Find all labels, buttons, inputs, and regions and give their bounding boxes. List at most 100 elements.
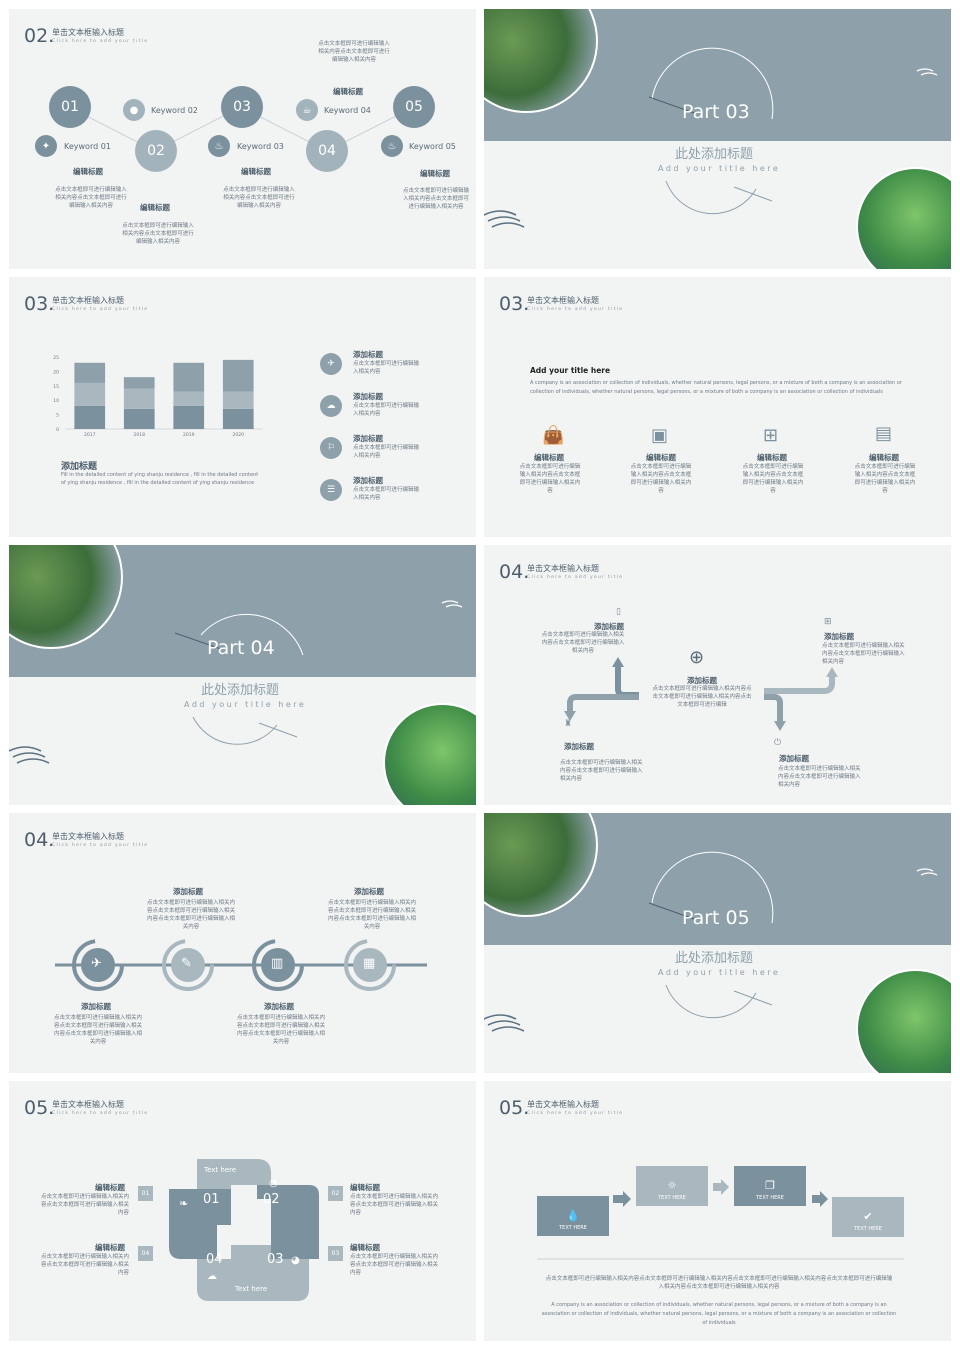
item-title-1: 编辑标题: [534, 453, 564, 462]
item-title-3: 编辑标题: [241, 167, 271, 176]
cross-diagram: [169, 1159, 319, 1301]
stamp-icon: ♜: [564, 719, 573, 729]
slide-subtitle: Click here to add your title: [527, 307, 624, 312]
chart-icon: ▥: [271, 956, 284, 971]
cn-body: 点击文本框即可进行编辑输入相关内容点击文本框即可进行编辑输入相关内容点击文本框即…: [545, 1276, 893, 1290]
bar-segment: [222, 359, 254, 392]
num-04: 04: [206, 1252, 223, 1267]
recycle-icon: ✦: [35, 135, 57, 157]
item-title-3: 添加标题: [564, 742, 594, 751]
bar-segment: [123, 408, 155, 429]
text-here-bottom: Text here: [235, 1285, 268, 1293]
user-icon: ●: [123, 99, 145, 121]
palette-icon: ◕: [291, 1255, 300, 1266]
basket-icon: ⊞: [763, 425, 779, 446]
item-title-1: 添加标题: [173, 887, 203, 896]
title-arcs: [484, 851, 938, 1032]
item-title-2: 添加标题: [353, 392, 383, 401]
y-tick-label: 15: [53, 384, 59, 390]
item-title-4: 添加标题: [353, 476, 383, 485]
slide-title: 单击文本框输入标题: [527, 564, 599, 573]
node-01: 01: [49, 86, 91, 128]
y-tick-label: 10: [53, 398, 59, 404]
item-title-1: 编辑标题: [73, 167, 103, 176]
item-body-5: 点击文本框即可进行编辑输入相关内容点击文本框即可进行编辑输入相关内容: [402, 188, 469, 210]
section-subtitle: Add your title here: [658, 164, 781, 173]
item-title-3: 编辑标题: [757, 453, 787, 462]
item-title-4: 编辑标题: [95, 1243, 125, 1252]
calendar-icon: ▦: [363, 956, 376, 971]
cloud-upload-icon: ☁: [207, 1271, 217, 1282]
item-title-2: 编辑标题: [350, 1183, 380, 1192]
rocket-icon: ✈: [320, 353, 342, 375]
item-body-2: 点击文本框即可进行编辑输入相关内容点击文本框即可进行编辑输入相关内容点击文本框即…: [327, 900, 416, 930]
item-title-1: 添加标题: [353, 350, 383, 359]
section-part-04: Part 04 此处添加标题 Add your title here: [9, 545, 476, 805]
paper-plane-icon: ✈: [91, 956, 102, 971]
text-here-top: Text here: [204, 1166, 237, 1174]
satellite-icon: ⚐: [320, 437, 342, 459]
node-03: 03: [221, 86, 263, 128]
part-title: Part 05: [682, 907, 750, 929]
part-title: Part 03: [682, 101, 750, 123]
slide-number: 05.: [24, 1097, 55, 1119]
item-title-1: 添加标题: [594, 622, 624, 631]
section-title: 此处添加标题: [675, 951, 754, 966]
item-title-2: 添加标题: [354, 887, 384, 896]
x-tick-label: 2018: [134, 432, 146, 438]
keyword-02: Keyword 02: [151, 106, 198, 115]
num-03: 03: [267, 1252, 284, 1267]
slide-number: 02.: [24, 25, 55, 47]
title-arcs: [9, 600, 463, 764]
globe-search-icon: ⊕: [689, 647, 705, 668]
index-01: 01: [138, 1186, 153, 1201]
medical-icon: ⊞: [824, 617, 832, 627]
item-title-4: 编辑标题: [869, 453, 899, 462]
item-body-1: 点击文本框即可进行编辑输入相关内容点击文本框即可进行编辑输入相关内容点击文本框即…: [146, 900, 235, 930]
x-tick-label: 2019: [183, 432, 195, 438]
slide-timeline: 04. 单击文本框输入标题 Click here to add your tit…: [9, 813, 476, 1073]
document-icon: ▯: [616, 607, 621, 617]
shopping-bag-icon: 👜: [542, 425, 565, 446]
bar-segment: [123, 388, 155, 409]
num-02: 02: [263, 1192, 280, 1207]
process-label-4: TEXT HERE: [854, 1226, 882, 1232]
burger-icon: ☰: [320, 479, 342, 501]
cup-icon: ☕: [296, 99, 318, 121]
item-body-3: 点击文本框即可进行编辑输入相关内容: [353, 445, 420, 459]
arrow-paths: [564, 657, 838, 731]
index-02: 02: [328, 1186, 343, 1201]
item-title-2: 编辑标题: [646, 453, 676, 462]
item-body-3: 点击文本框即可进行编辑输入相关内容点击文本框即可进行编辑输入相关内容: [350, 1254, 439, 1276]
section-part-03: Part 03 此处添加标题 Add your title here: [484, 9, 951, 269]
process-arrows: [537, 1179, 904, 1260]
slide-subtitle: Click here to add your title: [52, 39, 149, 44]
item-body-2: 点击文本框即可进行编辑输入相关内容点击文本框即可进行编辑输入相关内容: [822, 643, 905, 665]
item-body-3: 点击文本框即可进行编辑输入相关内容点击文本框即可进行编辑输入相关内容: [742, 464, 804, 494]
drops-icon: 💧: [566, 1209, 580, 1222]
item-body-4: 点击文本框即可进行编辑输入相关内容点击文本框即可进行编辑输入相关内容: [854, 464, 916, 494]
content-body: A company is an association or collectio…: [530, 380, 902, 395]
bar-segment: [74, 362, 106, 383]
slide-icons: 03. 单击文本框输入标题 Click here to add your tit…: [484, 277, 951, 537]
flame-icon: ♨: [208, 135, 230, 157]
node-04: 04: [306, 130, 348, 172]
section-part-05: Part 05 此处添加标题 Add your title here: [484, 813, 951, 1073]
item-title-1: 编辑标题: [95, 1183, 125, 1192]
item-body-1: 点击文本框即可进行编辑输入相关内容点击文本框即可进行编辑输入相关内容: [40, 1194, 129, 1216]
process-box-3: ❐ TEXT HERE: [734, 1166, 806, 1206]
process-label-1: TEXT HERE: [559, 1225, 587, 1231]
slide-keywords: 02. 单击文本框输入标题 Click here to add your tit…: [9, 9, 476, 269]
timeline: [55, 939, 427, 991]
slide-title: 单击文本框输入标题: [52, 1100, 124, 1109]
process-box-2: ☼ TEXT HERE: [636, 1166, 708, 1206]
item-body-1: 点击文本框即可进行编辑输入相关内容点击文本框即可进行编辑输入相关内容: [541, 632, 625, 654]
bar-segment: [173, 391, 205, 406]
keyword-03: Keyword 03: [237, 142, 284, 151]
item-body-4: 点击文本框即可进行编辑输入相关内容点击文本框即可进行编辑输入相关内容: [778, 766, 861, 788]
keyword-04: Keyword 04: [324, 106, 371, 115]
chart-body: Fill in the detailed content of ying sha…: [61, 472, 259, 486]
item-body-2: 点击文本框即可进行编辑输入相关内容点击文本框即可进行编辑输入相关内容: [630, 464, 692, 494]
item-body-1: 点击文本框即可进行编辑输入相关内容点击文本框即可进行编辑输入相关内容: [519, 464, 581, 494]
